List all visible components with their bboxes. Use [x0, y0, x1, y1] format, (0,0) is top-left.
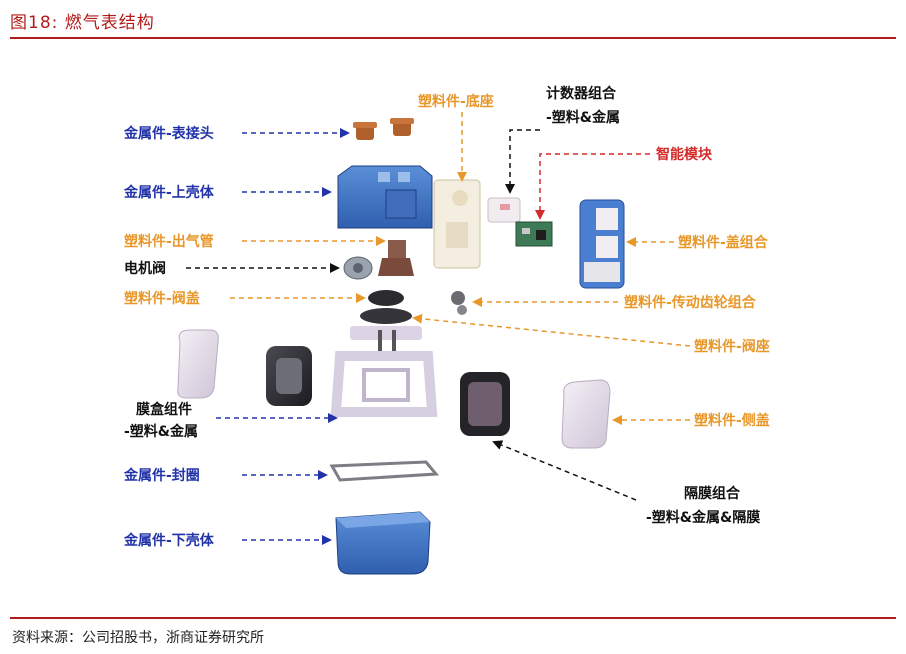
counter-part — [487, 197, 521, 223]
valve-cover-part — [360, 290, 412, 324]
label-lower-shell: 金属件-下壳体 — [123, 532, 215, 549]
label-smart-module: 智能模块 — [655, 146, 713, 163]
label-side-cover: 塑料件-侧盖 — [694, 412, 770, 429]
label-valve-seat: 塑料件-阀座 — [694, 338, 770, 355]
label-meter-connector: 金属件-表接头 — [123, 125, 214, 142]
label-diaphragm-box-line2: -塑料&金属 — [124, 423, 198, 440]
cover-assembly-part — [579, 199, 625, 289]
upper-shell-part — [337, 165, 433, 229]
label-base: 塑料件-底座 — [418, 93, 494, 110]
valve-seat-part — [330, 326, 438, 417]
smart-module-part — [515, 221, 553, 247]
bottom-divider — [10, 617, 896, 619]
side-cover-part — [561, 379, 611, 449]
label-cover-assembly: 塑料件-盖组合 — [678, 234, 769, 251]
label-counter-line2: -塑料&金属 — [546, 109, 620, 126]
source-note: 资料来源：公司招股书，浙商证券研究所 — [12, 630, 264, 646]
label-motor-valve: 电机阀 — [124, 260, 166, 277]
arrow-smart-module — [535, 153, 650, 220]
label-diaphragm-line2: -塑料&金属&隔膜 — [646, 509, 760, 526]
lower-shell-part — [335, 511, 431, 575]
diaphragm-assembly-part — [460, 372, 510, 436]
label-outlet-pipe: 塑料件-出气管 — [124, 233, 214, 250]
label-counter-line1: 计数器组合 — [546, 85, 617, 102]
outlet-pipe-part — [378, 240, 414, 276]
motor-valve-part — [343, 256, 373, 280]
label-diaphragm-line1: 隔膜组合 — [684, 485, 741, 502]
label-upper-shell: 金属件-上壳体 — [123, 184, 215, 201]
arrow-diaphragm — [492, 440, 637, 501]
meter-connector-part — [353, 118, 414, 140]
label-gear-assembly: 塑料件-传动齿轮组合 — [624, 294, 757, 311]
diaphragm-box-part — [177, 329, 312, 406]
base-part — [433, 179, 481, 269]
figure-title: 图18: 燃气表结构 — [10, 13, 155, 33]
arrow-valve-seat — [412, 313, 691, 347]
label-diaphragm-box-line1: 膜盒组件 — [136, 401, 192, 418]
seal-ring-part — [329, 460, 440, 482]
gear-assembly-part — [451, 291, 467, 315]
arrow-counter — [505, 129, 540, 194]
label-seal-ring: 金属件-封圈 — [123, 467, 200, 484]
top-divider — [10, 37, 896, 39]
label-valve-cover: 塑料件-阀盖 — [124, 290, 200, 307]
